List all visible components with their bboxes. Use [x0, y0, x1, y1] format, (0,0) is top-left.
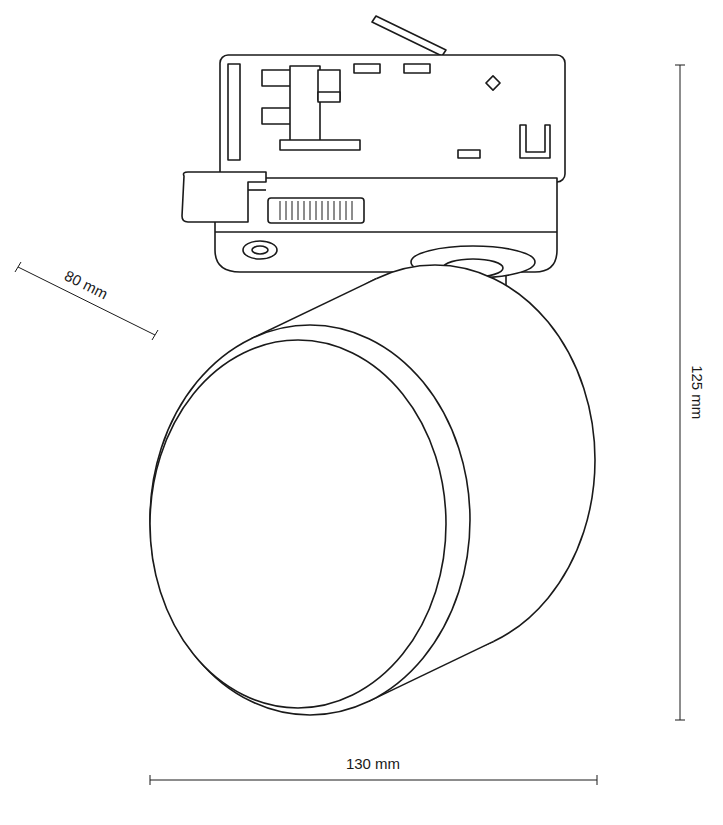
- housing-slot: [458, 150, 480, 158]
- knurled-wheel: [268, 198, 364, 223]
- locking-tab-edge: [248, 189, 266, 191]
- dimension-label: 130 mm: [344, 756, 402, 773]
- housing-mark: [486, 76, 500, 90]
- head-rim: [150, 325, 470, 715]
- dimension-tick: [597, 775, 598, 785]
- dimension-tick: [675, 65, 685, 66]
- dimension-line: [680, 65, 681, 720]
- adapter-housing: [220, 55, 565, 182]
- contact-base: [280, 140, 360, 150]
- dimension-tick: [15, 262, 21, 272]
- locking-tab: [182, 172, 266, 222]
- housing-slot: [404, 64, 430, 73]
- screw-hole: [243, 241, 277, 259]
- dimension-label: 125 mm: [689, 363, 706, 421]
- dimension-tick: [150, 775, 151, 785]
- housing-slot: [354, 64, 380, 73]
- dimension-line: [18, 267, 155, 335]
- dimension-label: 80 mm: [60, 267, 112, 304]
- screw-hole: [252, 246, 268, 254]
- release-lever: [372, 16, 446, 56]
- dimension-tick: [675, 720, 685, 721]
- housing-clip: [228, 64, 240, 160]
- plate-edge: [215, 231, 557, 233]
- contact-block: [318, 92, 340, 102]
- contact-block: [290, 66, 320, 146]
- head-lens: [150, 340, 446, 708]
- dimension-tick: [152, 330, 158, 340]
- housing-clip: [520, 125, 550, 158]
- dimension-line: [150, 780, 597, 781]
